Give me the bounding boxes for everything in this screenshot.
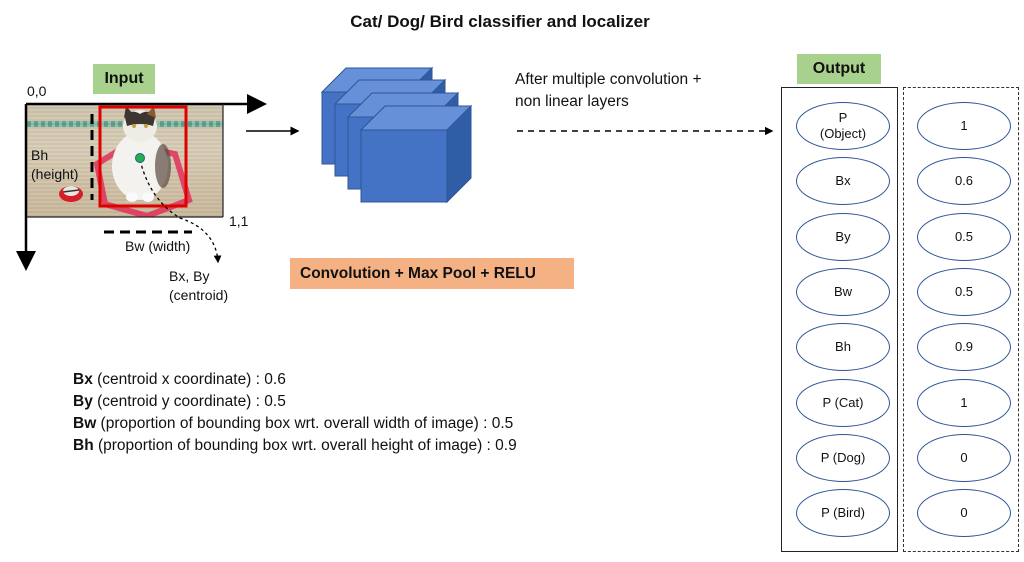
- definition-text: (proportion of bounding box wrt. overall…: [96, 415, 514, 432]
- output-value-oval: 0.5: [917, 267, 1011, 316]
- tape-scissors: [62, 189, 80, 193]
- centroid-dot: [135, 153, 145, 163]
- cat-photo: [27, 104, 223, 217]
- network-description: After multiple convolution + non linear …: [515, 69, 702, 113]
- definition-by: By (centroid y coordinate) : 0.5: [73, 391, 517, 413]
- output-name-oval: Bx: [796, 157, 890, 206]
- output-name-oval: P(Object): [796, 102, 890, 150]
- output-name-label: Bx: [835, 173, 850, 189]
- output-name-oval: P (Cat): [796, 378, 890, 427]
- output-value-oval: 1: [917, 378, 1011, 427]
- definition-key: Bx: [73, 371, 93, 388]
- output-name-oval: By: [796, 212, 890, 261]
- output-name-line1: Bx: [835, 173, 851, 189]
- definition-text: (centroid x coordinate) : 0.6: [92, 371, 286, 388]
- output-name-line1: Bh: [835, 339, 851, 355]
- output-value-oval: 0.5: [917, 212, 1011, 261]
- floor-hexagon: [93, 140, 193, 217]
- output-name-oval: Bh: [796, 323, 890, 372]
- definition-key: Bw: [73, 415, 97, 432]
- network-description-line1: After multiple convolution +: [515, 71, 702, 88]
- definition-bw: Bw (proportion of bounding box wrt. over…: [73, 413, 517, 435]
- photo-content: [59, 106, 193, 217]
- origin-label: 0,0: [27, 83, 47, 99]
- output-name-oval: P (Bird): [796, 489, 890, 538]
- output-name-label: By: [835, 229, 850, 245]
- output-name-line1: Bw: [833, 283, 853, 299]
- bw-label: Bw (width): [125, 238, 191, 254]
- definitions-list: Bx (centroid x coordinate) : 0.6 By (cen…: [73, 369, 517, 457]
- output-value: 0: [960, 449, 968, 465]
- output-name-line1: P: [838, 110, 848, 125]
- bh-label-line2: (height): [31, 166, 79, 182]
- output-name-label: P (Bird): [821, 505, 865, 521]
- output-value: 1: [960, 118, 968, 133]
- output-name-label: P (Cat): [823, 395, 864, 411]
- definition-bx: Bx (centroid x coordinate) : 0.6: [73, 369, 517, 391]
- cat-eye-left: [132, 124, 136, 128]
- centroid-label-line2: (centroid): [169, 287, 229, 303]
- definition-bh: Bh (proportion of bounding box wrt. over…: [73, 435, 517, 457]
- network-description-line2: non linear layers: [515, 93, 629, 110]
- output-value: 0.9: [954, 339, 974, 355]
- definition-key: Bh: [73, 437, 94, 454]
- bh-label: Bh (height): [31, 146, 78, 184]
- output-value-oval: 0.6: [917, 157, 1011, 206]
- output-names-column: [781, 87, 898, 552]
- output-name-oval: P (Dog): [796, 433, 890, 482]
- cat-ear-left: [124, 106, 133, 118]
- output-tag: Output: [797, 54, 881, 84]
- output-value-oval: 0: [917, 489, 1011, 538]
- cat-paw: [142, 192, 154, 202]
- centroid-label: Bx, By (centroid): [169, 267, 228, 305]
- definition-text: (centroid y coordinate) : 0.5: [92, 393, 286, 410]
- output-value: 0.6: [954, 173, 974, 189]
- diagram-title: Cat/ Dog/ Bird classifier and localizer: [350, 12, 650, 31]
- definition-key: By: [73, 393, 93, 410]
- output-value: 0.5: [954, 228, 974, 244]
- centroid-label-line1: Bx, By: [169, 268, 210, 284]
- output-value-oval: 0.9: [917, 323, 1011, 372]
- output-value-oval: 1: [917, 102, 1011, 150]
- bounding-box: [98, 105, 188, 208]
- output-name-line1: P (Dog): [820, 449, 866, 465]
- layer-label: Convolution + Max Pool + RELU: [290, 258, 574, 289]
- output-name-line1: By: [835, 228, 851, 244]
- output-value: 1: [960, 394, 968, 410]
- output-name-line2: (Object): [819, 126, 867, 141]
- cat-body: [112, 132, 168, 200]
- output-name-label: P (Dog): [821, 450, 866, 466]
- output-value-oval: 0: [917, 433, 1011, 482]
- conv-cube-4: [359, 104, 473, 204]
- output-name-label: P(Object): [820, 110, 866, 142]
- corner-label: 1,1: [229, 213, 249, 229]
- output-name-label: Bw: [834, 284, 852, 300]
- output-name-line1: P (Bird): [821, 505, 865, 521]
- centroid-curve-arrow: [139, 159, 222, 264]
- output-name-oval: Bw: [796, 267, 890, 316]
- output-value: 0: [960, 505, 968, 521]
- definition-text: (proportion of bounding box wrt. overall…: [93, 437, 517, 454]
- output-value: 0.5: [954, 283, 974, 299]
- bh-label-line1: Bh: [31, 147, 49, 163]
- output-name-label: Bh: [835, 339, 851, 355]
- cat-patch: [155, 144, 171, 188]
- output-name-line1: P (Cat): [822, 394, 864, 410]
- cat-head-patch: [125, 111, 155, 126]
- cat-paw: [126, 192, 138, 202]
- cat-ear-right: [147, 106, 156, 118]
- cat-eye-right: [144, 124, 148, 128]
- input-tag: Input: [93, 64, 155, 94]
- output-values-column: [903, 87, 1019, 552]
